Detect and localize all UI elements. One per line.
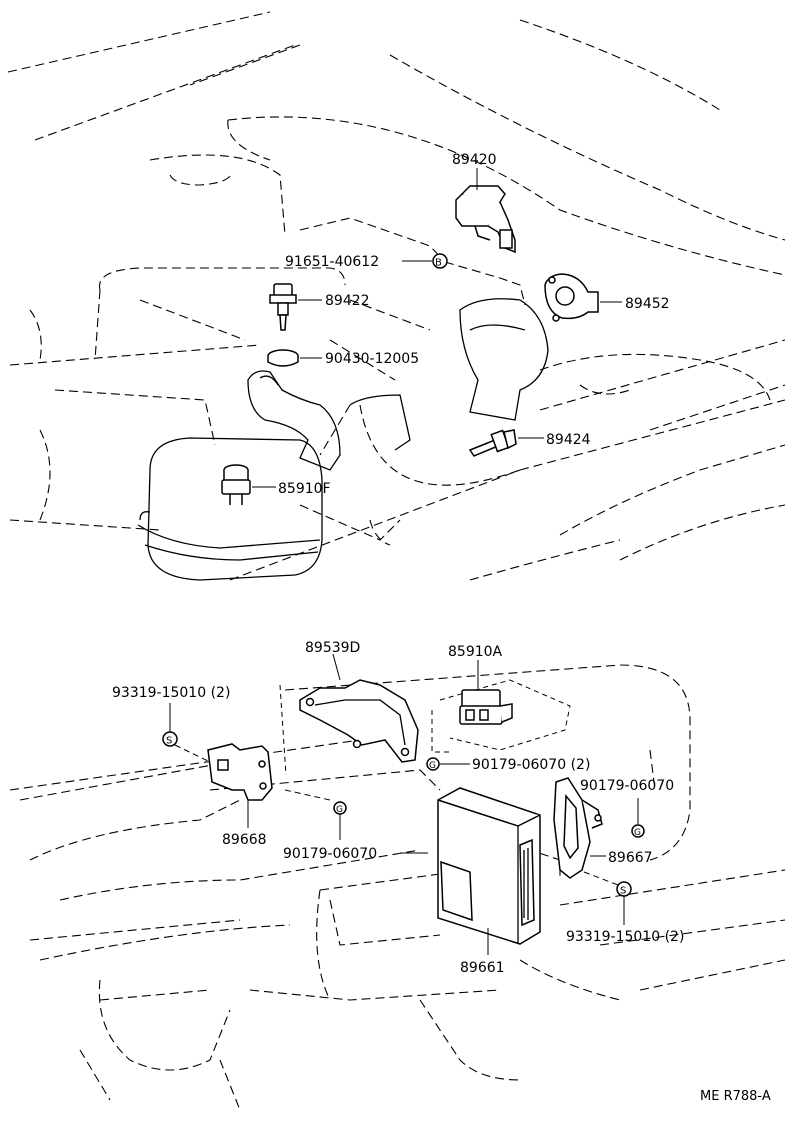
label-85910F: 85910F bbox=[278, 481, 331, 497]
label-85910A: 85910A bbox=[448, 644, 503, 660]
part-89452-sensor bbox=[544, 273, 599, 322]
leader-89539D bbox=[332, 653, 341, 681]
b-marker-icon bbox=[432, 253, 448, 269]
part-89422-sensor bbox=[269, 283, 297, 331]
label-90179-06070-b: 90179-06070 bbox=[283, 846, 377, 862]
dash-leader-90179-b bbox=[284, 789, 331, 801]
label-93319-15010-a: 93319-15010 (2) bbox=[112, 685, 230, 701]
s-marker-text-b: S bbox=[620, 886, 626, 897]
part-89539D-bracket bbox=[299, 679, 419, 763]
dash-leader-93319-a bbox=[174, 744, 211, 763]
b-marker-text: B bbox=[435, 258, 442, 269]
label-90179-06070-c: 90179-06070 bbox=[580, 778, 674, 794]
part-90430-gasket bbox=[267, 349, 299, 367]
upper-body-outline bbox=[7, 11, 786, 581]
vacuum-hose-path-2 bbox=[444, 261, 526, 306]
g-marker-text-a: G bbox=[429, 761, 436, 771]
label-89424: 89424 bbox=[546, 432, 591, 448]
part-89424-sensor bbox=[468, 429, 517, 457]
label-89667: 89667 bbox=[608, 850, 653, 866]
part-89668-bracket bbox=[207, 684, 287, 801]
part-89420-sensor bbox=[455, 185, 516, 254]
g-marker-text-c: G bbox=[634, 828, 641, 838]
g-marker-icon-c bbox=[631, 824, 645, 838]
part-89667-bracket bbox=[553, 777, 603, 879]
label-90430-12005: 90430-12005 bbox=[325, 351, 419, 367]
label-93319-15010-b: 93319-15010 (2) bbox=[566, 929, 684, 945]
g-marker-icon-a bbox=[426, 757, 440, 771]
part-85910F-vsv bbox=[221, 464, 251, 505]
label-89420: 89420 bbox=[452, 152, 497, 168]
s-marker-icon-a bbox=[162, 731, 178, 747]
reference-code: ME R788-A bbox=[700, 1089, 771, 1104]
label-89422: 89422 bbox=[325, 293, 370, 309]
g-marker-text-b: G bbox=[336, 805, 343, 815]
label-91651-40612: 91651-40612 bbox=[285, 254, 379, 270]
label-89668: 89668 bbox=[222, 832, 267, 848]
dash-leader-93319-b bbox=[583, 871, 619, 886]
s-marker-text-a: S bbox=[166, 736, 172, 747]
label-90179-06070-a: 90179-06070 (2) bbox=[472, 757, 590, 773]
label-89452: 89452 bbox=[625, 296, 670, 312]
part-89661-ecu bbox=[437, 787, 541, 945]
label-89661: 89661 bbox=[460, 960, 505, 976]
reservoir-tank bbox=[137, 437, 323, 581]
part-85910A-vsv bbox=[431, 679, 571, 753]
intake-pipe bbox=[247, 298, 549, 471]
label-89539D: 89539D bbox=[305, 640, 360, 656]
